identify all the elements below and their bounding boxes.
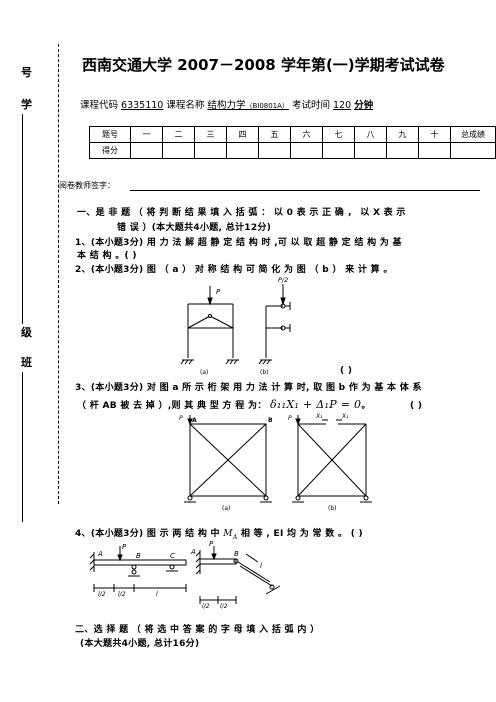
score-cell[interactable] bbox=[322, 142, 355, 159]
q1-text-cont: 本 结 构 。( ) bbox=[77, 251, 137, 261]
score-cell[interactable] bbox=[386, 142, 419, 159]
score-header-cell: 八 bbox=[354, 126, 387, 143]
grader-label: 阅卷教师签字： bbox=[59, 181, 115, 190]
score-header-cell: 五 bbox=[258, 126, 291, 143]
q3-answer-bracket[interactable]: ( ) bbox=[410, 401, 423, 411]
q2b-load-label: P/2 bbox=[278, 276, 288, 284]
q3b-x1-left: X₁ bbox=[315, 413, 323, 420]
figure-q4-left-beam bbox=[89, 546, 187, 592]
score-table: 题号 一 二 三 四 五 六 七 八 九 十 总成绩 得分 bbox=[89, 126, 496, 159]
course-code: 6335110 bbox=[121, 100, 164, 111]
course-info: 课程代码 6335110 课程名称 结构力学（BI0801A） 考试时间 120… bbox=[80, 97, 373, 111]
q4-left-dim-2: l/2 bbox=[118, 591, 126, 598]
figure-q4: A P B C l/2 l/2 l A P B l l/2 l/2 bbox=[89, 540, 281, 610]
q4-right-dim-1: l/2 bbox=[202, 603, 210, 610]
side-banji-ji: 级 bbox=[21, 326, 32, 339]
q3b-caption: (b) bbox=[328, 505, 337, 512]
exam-title: 西南交通大学 2007－2008 学年第(一)学期考试试卷 bbox=[82, 56, 445, 74]
q3a-caption: (a) bbox=[222, 505, 230, 512]
q1-text: 1、(本小题3分) 用 力 法 解 超 静 定 结 构 时 ,可 以 取 超 静… bbox=[75, 238, 402, 248]
q4-left-node-a: A bbox=[97, 550, 103, 558]
side-xuehao-hao: 号 bbox=[21, 66, 32, 79]
grader-signature-line[interactable] bbox=[130, 190, 480, 191]
q4-right-length-l: l bbox=[260, 562, 262, 570]
score-cell[interactable] bbox=[130, 142, 163, 159]
binding-dashed-line bbox=[58, 44, 59, 504]
q4-right-node-a: A bbox=[190, 548, 196, 556]
section1-heading: 一、是 非 题 （ 将 判 断 结 果 填 入 括 弧 ： 以 0 表 示 正 … bbox=[77, 208, 406, 218]
course-name: 结构力学 bbox=[207, 100, 246, 111]
q4-right-node-b: B bbox=[234, 550, 239, 558]
q3-period: 。 bbox=[361, 401, 371, 411]
q4-right-dim-2: l/2 bbox=[220, 603, 228, 610]
figure-q2b-frame bbox=[258, 284, 291, 365]
q2a-load-label: P bbox=[216, 288, 221, 296]
q2-answer-bracket[interactable]: ( ) bbox=[340, 366, 353, 376]
score-header-cell: 二 bbox=[162, 126, 195, 143]
section2-heading: 二、选 择 题 （ 将 选 中 答 案 的 字 母 填 入 括 弧 内 ） bbox=[75, 625, 320, 635]
figure-q2a-frame bbox=[180, 286, 239, 365]
course-name-label: 课程名称 bbox=[166, 100, 205, 111]
score-header-cell: 四 bbox=[226, 126, 259, 143]
score-cell[interactable] bbox=[418, 142, 451, 159]
figure-q3a-truss bbox=[184, 415, 272, 503]
score-header-cell: 十 bbox=[418, 126, 451, 143]
q4-left-node-c: C bbox=[170, 552, 175, 560]
score-table-header-row: 题号 一 二 三 四 五 六 七 八 九 十 总成绩 bbox=[89, 126, 496, 143]
course-name-code: （BI0801A） bbox=[245, 102, 289, 110]
figure-q3: P A B (a) P X₁ X₁ (b) bbox=[179, 413, 372, 512]
score-cell[interactable] bbox=[258, 142, 291, 159]
q2b-caption: (b) bbox=[260, 369, 269, 376]
score-header-cell: 总成绩 bbox=[450, 126, 496, 143]
score-header-cell: 三 bbox=[194, 126, 227, 143]
q4-text: 4、(本小题3分) 图 示 两 结 构 中 MA 相 等 , EI 均 为 常 … bbox=[75, 526, 363, 541]
q3a-node-b: B bbox=[268, 417, 273, 424]
score-row-label: 得分 bbox=[89, 142, 131, 159]
q4-left-dim-3: l bbox=[156, 591, 158, 598]
q2a-caption: (a) bbox=[200, 369, 208, 376]
figure-q3b-truss bbox=[292, 415, 372, 503]
student-id-line bbox=[22, 114, 23, 324]
score-header-cell: 九 bbox=[386, 126, 419, 143]
section2-subheading: (本大题共4小题, 总计16分) bbox=[80, 639, 200, 649]
side-xuehao-xue: 学 bbox=[21, 98, 32, 111]
score-cell[interactable] bbox=[162, 142, 195, 159]
q4-text-suffix: 相 等 , EI 均 为 常 数 。 ( ) bbox=[240, 529, 363, 539]
figure-q4-right-beam bbox=[195, 546, 281, 604]
exam-time: 120 bbox=[333, 100, 352, 111]
score-cell[interactable] bbox=[290, 142, 323, 159]
score-cell[interactable] bbox=[354, 142, 387, 159]
q4-text-prefix: 4、(本小题3分) 图 示 两 结 构 中 bbox=[75, 529, 220, 539]
exam-time-label: 考试时间 bbox=[291, 100, 330, 111]
q3-text: 3、(本小题3分) 对 图 a 所 示 桁 架 用 力 法 计 算 时, 取 图… bbox=[75, 383, 422, 393]
q4-right-load-p: P bbox=[209, 540, 214, 548]
q3b-load-label: P bbox=[288, 415, 292, 422]
q3-text-prefix: （ 杆 AB 被 去 掉 ）,则 其 典 型 方 程 为： bbox=[77, 401, 267, 411]
q3-text-cont: （ 杆 AB 被 去 掉 ）,则 其 典 型 方 程 为： δ₁₁X₁ + Δ₁… bbox=[77, 398, 371, 411]
score-header-cell: 七 bbox=[322, 126, 355, 143]
score-table-row: 得分 bbox=[89, 142, 496, 159]
side-banji-ban: 班 bbox=[21, 356, 32, 369]
section1-heading-cont: 错 误 ）(本大题共4小题, 总计12分) bbox=[117, 223, 272, 233]
q2-text: 2、(本小题3分) 图 （ a ） 对 称 结 构 可 简 化 为 图 （ b … bbox=[75, 265, 393, 275]
class-line bbox=[22, 372, 23, 522]
score-header-cell: 一 bbox=[130, 126, 163, 143]
score-cell[interactable] bbox=[450, 142, 496, 159]
q4-left-dim-1: l/2 bbox=[98, 591, 106, 598]
q4-left-node-b: B bbox=[136, 552, 141, 560]
q3b-x1-right: X₁ bbox=[341, 413, 349, 420]
course-code-label: 课程代码 bbox=[80, 100, 119, 111]
q4-ma-symbol: MA bbox=[223, 529, 238, 541]
exam-time-unit: 分钟 bbox=[354, 100, 374, 111]
score-header-cell: 题号 bbox=[89, 126, 131, 143]
q3a-node-a: A bbox=[192, 417, 197, 424]
score-header-cell: 六 bbox=[290, 126, 323, 143]
q4-left-load-p: P bbox=[122, 543, 127, 551]
figure-q2: P (a) P/2 (b) bbox=[180, 276, 291, 376]
q3a-load-label: P bbox=[179, 415, 183, 422]
score-cell[interactable] bbox=[194, 142, 227, 159]
q3-equation: δ₁₁X₁ + Δ₁P = 0 bbox=[269, 398, 362, 411]
score-cell[interactable] bbox=[226, 142, 259, 159]
